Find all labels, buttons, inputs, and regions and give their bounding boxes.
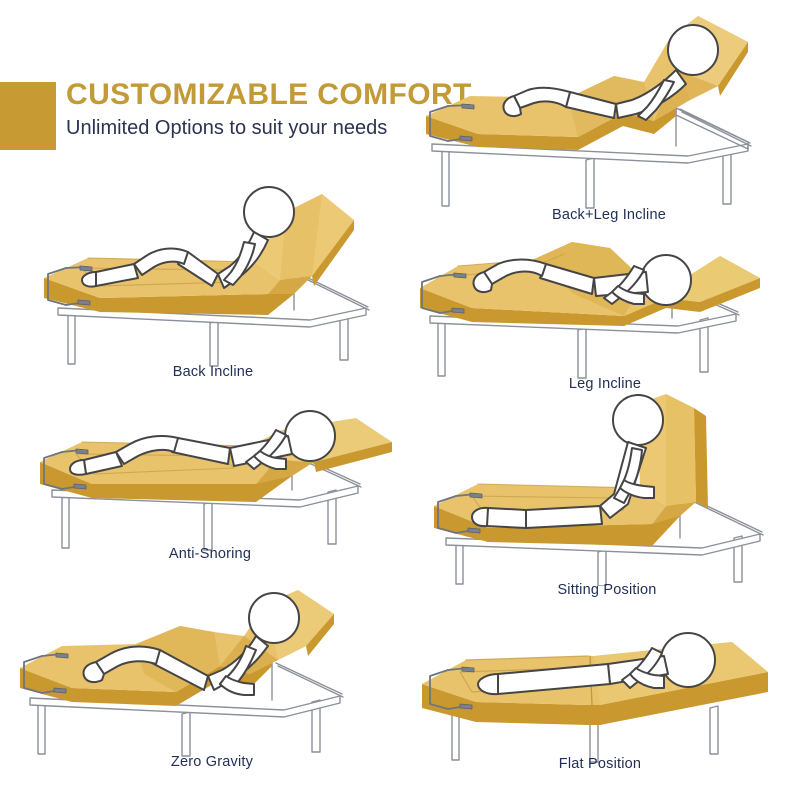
header: CUSTOMIZABLE COMFORT Unlimited Options t…: [0, 78, 471, 154]
bed-position-sitting-position[interactable]: Sitting Position: [416, 386, 798, 598]
bed-illustration-leg-incline: [420, 242, 760, 379]
gold-accent-block: [0, 82, 56, 150]
bed-illustration-zero-gravity: [20, 590, 344, 757]
bed-position-leg-incline[interactable]: Leg Incline: [414, 222, 796, 392]
bed-position-zero-gravity[interactable]: Zero Gravity: [16, 588, 408, 770]
bed-illustration-flat-position: [422, 632, 768, 763]
bed-position-anti-snoring[interactable]: Anti-Snoring: [14, 396, 406, 562]
title-group: CUSTOMIZABLE COMFORT Unlimited Options t…: [66, 78, 472, 142]
bed-illustration-anti-snoring: [40, 410, 392, 551]
page-title: CUSTOMIZABLE COMFORT: [66, 78, 472, 111]
bed-illustration-sitting-position: [434, 394, 764, 586]
bed-label-flat-position: Flat Position: [558, 756, 642, 772]
bed-label-back-leg-incline: Back+Leg Incline: [551, 207, 667, 223]
bed-position-back-leg-incline[interactable]: Back+Leg Incline: [418, 8, 800, 223]
bed-label-leg-incline: Leg Incline: [568, 376, 642, 392]
bed-illustration-back-leg-incline: [426, 16, 752, 209]
bed-position-flat-position[interactable]: Flat Position: [402, 612, 798, 772]
bed-label-zero-gravity: Zero Gravity: [170, 754, 254, 770]
bed-label-anti-snoring: Anti-Snoring: [168, 546, 252, 562]
bed-label-back-incline: Back Incline: [172, 364, 254, 380]
bed-illustration-back-incline: [44, 186, 370, 367]
bed-position-back-incline[interactable]: Back Incline: [22, 168, 404, 380]
page-subtitle: Unlimited Options to suit your needs: [66, 117, 388, 139]
bed-label-sitting-position: Sitting Position: [557, 582, 657, 598]
